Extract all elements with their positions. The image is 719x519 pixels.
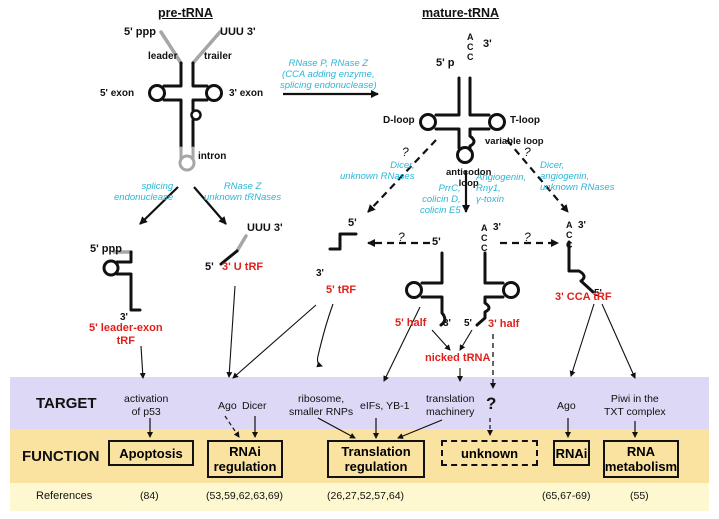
five-half-label: 5' half: [395, 317, 427, 329]
reference-rna-metabolism: (55): [630, 490, 649, 502]
nicked-trna-label: nicked tRNA: [425, 352, 491, 364]
dicer-right-label: Dicer, angiogenin, unknown RNases: [540, 160, 615, 193]
splicing-endonuclease-label: splicing endonuclease: [114, 181, 174, 203]
anticodon-loop-label: anticodon loop: [446, 167, 492, 189]
five-exon-label: 5' exon: [100, 88, 135, 99]
function-translation-regulation: Translation regulation: [327, 440, 425, 478]
cca-trf-c2: C: [566, 240, 573, 250]
trailer-label: trailer: [204, 51, 232, 62]
cca-trf-label: 3' CCA tRF: [555, 291, 612, 303]
three-half-a: A: [481, 223, 488, 233]
function-unknown: unknown: [441, 440, 538, 466]
three-half-c2: C: [481, 243, 488, 253]
acc-c1-label: C: [467, 42, 474, 52]
cca-trf-fragment: [567, 240, 595, 294]
function-rnai-regulation: RNAi regulation: [207, 440, 283, 478]
u-trf-uuu3: UUU 3': [247, 222, 283, 234]
pre-trna-header: pre-tRNA: [158, 6, 213, 20]
cca-trf-c1: C: [566, 230, 573, 240]
five-p-label: 5' p: [436, 57, 455, 69]
processing-enzymes-label: RNase P, RNase Z (CCA adding enzyme, spl…: [280, 58, 377, 91]
five-trf-five: 5': [348, 217, 357, 229]
five-half-three: 3': [443, 318, 451, 329]
angiogenin-label: Angiogenin, Rny1, γ-toxin: [476, 172, 527, 205]
uuu-three-label: UUU 3': [220, 26, 256, 38]
function-rna-metabolism: RNA metabolism: [603, 440, 679, 478]
target-unknown-question: ?: [486, 394, 497, 413]
thin-connector-arrows: [139, 285, 636, 382]
target-eifs: eIFs, YB-1: [360, 400, 410, 412]
dicer-left-label: Dicer, unknown RNases: [340, 160, 415, 182]
references-band: [10, 483, 709, 511]
mature-trna-header: mature-tRNA: [422, 6, 500, 20]
reference-rnai: (65,67-69): [542, 490, 591, 502]
acc-three-label: 3': [483, 38, 492, 50]
variable-loop-label: variable loop: [485, 136, 544, 147]
target-band-title: TARGET: [36, 395, 97, 412]
target-band: [10, 377, 709, 429]
leader-exon-fragment: [102, 250, 142, 312]
leader-label: leader: [148, 51, 178, 62]
target-ago-right: Ago: [557, 400, 576, 412]
function-band: [10, 429, 709, 483]
three-u-trf-label: 3' U tRF: [222, 261, 264, 273]
leader-exon-three: 3': [120, 312, 128, 323]
reference-rnai-regulation: (53,59,62,63,69): [206, 490, 284, 502]
three-half-c1: C: [481, 233, 488, 243]
three-half-fragment: [475, 251, 520, 327]
target-p53: activation of p53: [124, 393, 169, 418]
target-ribosome: ribosome, smaller RNPs: [289, 393, 354, 418]
three-half-three: 3': [493, 222, 501, 233]
function-band-title: FUNCTION: [22, 448, 100, 465]
three-half-five: 5': [464, 318, 472, 329]
five-trf-label: 5' tRF: [326, 284, 357, 296]
five-trf-fragment: [328, 232, 358, 251]
five-trf-three: 3': [316, 268, 324, 279]
references-band-title: References: [36, 490, 93, 502]
three-half-label: 3' half: [488, 318, 520, 330]
cca-trf-three: 3': [578, 220, 586, 231]
mature-trna-structure: [419, 76, 506, 164]
dashed-arrows: [367, 139, 569, 247]
reference-apoptosis: (84): [140, 490, 159, 502]
rnase-z-label: RNase Z unknown tRNases: [204, 181, 282, 203]
reference-translation: (26,27,52,57,64): [327, 490, 405, 502]
target-function-arrows: [147, 415, 638, 439]
intron-label: intron: [198, 151, 227, 162]
cca-trf-five: 5': [594, 288, 602, 299]
question-mark-3: ?: [398, 230, 405, 244]
leader-exon-trf-label: 5' leader-exon tRF: [89, 322, 163, 347]
pre-trna-structure: [148, 30, 223, 172]
leader-exon-five-ppp: 5' ppp: [90, 243, 122, 255]
five-half-five: 5': [432, 236, 441, 248]
function-rnai: RNAi: [553, 440, 590, 466]
question-mark-2: ?: [524, 145, 531, 159]
d-loop-label: D-loop: [383, 115, 415, 126]
acc-c2-label: C: [467, 52, 474, 62]
five-ppp-label: 5' ppp: [124, 26, 156, 38]
function-apoptosis: Apoptosis: [108, 440, 194, 466]
five-half-fragment: [405, 251, 447, 327]
cca-trf-a: A: [566, 220, 573, 230]
question-mark-1: ?: [402, 145, 409, 159]
target-ago-left: Ago: [218, 400, 237, 412]
t-loop-label: T-loop: [510, 115, 540, 126]
target-translation-machinery: translation machinery: [426, 393, 475, 418]
target-dicer: Dicer: [242, 400, 267, 412]
target-piwi: Piwi in the TXT complex: [604, 393, 666, 418]
three-u-trf-fragment: [219, 234, 248, 266]
prrc-colicin-label: PrrC, colicin D, colicin E5: [420, 183, 461, 216]
u-trf-five: 5': [205, 261, 214, 273]
acc-a-label: A: [467, 32, 474, 42]
three-exon-label: 3' exon: [229, 88, 264, 99]
solid-arrows: [139, 90, 470, 225]
question-mark-4: ?: [524, 230, 531, 244]
